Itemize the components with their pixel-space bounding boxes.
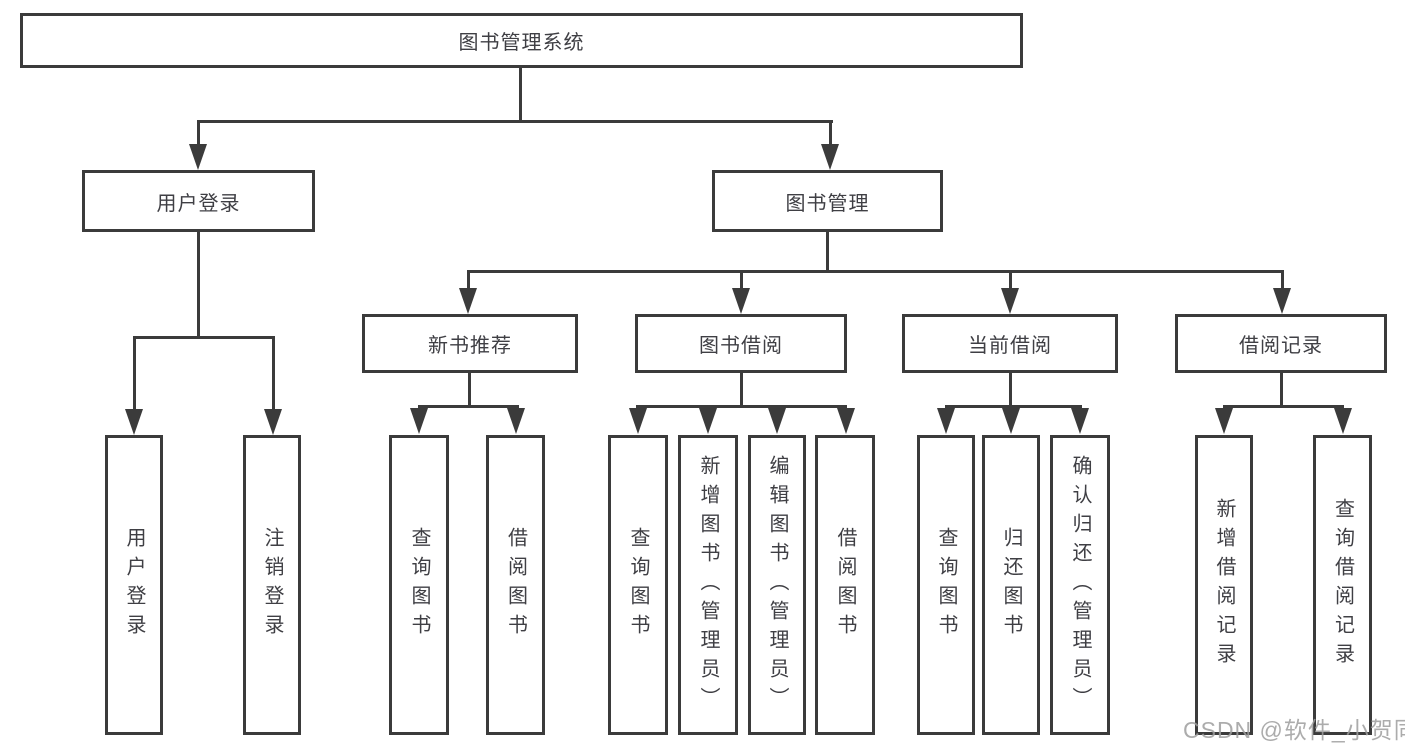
connector-line	[519, 68, 522, 123]
arrow-down-icon	[1002, 408, 1020, 434]
node-book-management: 图书管理	[712, 170, 943, 232]
connector-line	[636, 405, 847, 408]
leaf-return-books: 归还图书	[982, 435, 1040, 735]
connector-line	[829, 120, 832, 148]
arrow-down-icon	[1001, 288, 1019, 314]
node-book-borrowing: 图书借阅	[635, 314, 847, 373]
arrow-down-icon	[1273, 288, 1291, 314]
arrow-down-icon	[629, 408, 647, 434]
arrow-down-icon	[264, 409, 282, 435]
leaf-borrow-books: 借阅图书	[815, 435, 875, 735]
connector-line	[1280, 373, 1283, 408]
leaf-query-books: 查询图书	[917, 435, 975, 735]
node-new-book-recommend: 新书推荐	[362, 314, 578, 373]
arrow-down-icon	[410, 408, 428, 434]
arrow-down-icon	[189, 144, 207, 170]
connector-line	[826, 232, 829, 273]
connector-line	[197, 120, 200, 148]
connector-line	[1281, 270, 1284, 290]
leaf-edit-books-admin: 编辑图书（管理员）	[748, 435, 806, 735]
arrow-down-icon	[837, 408, 855, 434]
arrow-down-icon	[732, 288, 750, 314]
leaf-confirm-return-admin: 确认归还（管理员）	[1050, 435, 1110, 735]
leaf-query-books: 查询图书	[389, 435, 449, 735]
arrow-down-icon	[1071, 408, 1089, 434]
arrow-down-icon	[1215, 408, 1233, 434]
connector-line	[1009, 373, 1012, 408]
connector-line	[740, 373, 743, 408]
arrow-down-icon	[768, 408, 786, 434]
node-book-management-system: 图书管理系统	[20, 13, 1023, 68]
connector-line	[740, 270, 743, 290]
connector-line	[272, 336, 275, 412]
connector-line	[197, 120, 833, 123]
connector-line	[133, 336, 275, 339]
arrow-down-icon	[125, 409, 143, 435]
connector-line	[468, 373, 471, 408]
node-current-borrowing: 当前借阅	[902, 314, 1118, 373]
leaf-add-borrow-record: 新增借阅记录	[1195, 435, 1253, 735]
connector-line	[418, 405, 519, 408]
connector-line	[1009, 270, 1012, 290]
connector-line	[133, 336, 136, 412]
leaf-query-borrow-record: 查询借阅记录	[1313, 435, 1372, 735]
connector-line	[467, 270, 1284, 273]
connector-line	[1223, 405, 1344, 408]
connector-line	[945, 405, 1082, 408]
connector-line	[197, 232, 200, 339]
arrow-down-icon	[699, 408, 717, 434]
arrow-down-icon	[937, 408, 955, 434]
leaf-query-books: 查询图书	[608, 435, 668, 735]
arrow-down-icon	[459, 288, 477, 314]
leaf-add-books-admin: 新增图书（管理员）	[678, 435, 738, 735]
arrow-down-icon	[507, 408, 525, 434]
leaf-borrow-books: 借阅图书	[486, 435, 545, 735]
leaf-user-login: 用户登录	[105, 435, 163, 735]
arrow-down-icon	[1334, 408, 1352, 434]
connector-line	[467, 270, 470, 290]
node-borrowing-records: 借阅记录	[1175, 314, 1387, 373]
arrow-down-icon	[821, 144, 839, 170]
node-user-login: 用户登录	[82, 170, 315, 232]
leaf-logout: 注销登录	[243, 435, 301, 735]
csdn-watermark: CSDN @软件_小贺同学	[1183, 717, 1405, 743]
